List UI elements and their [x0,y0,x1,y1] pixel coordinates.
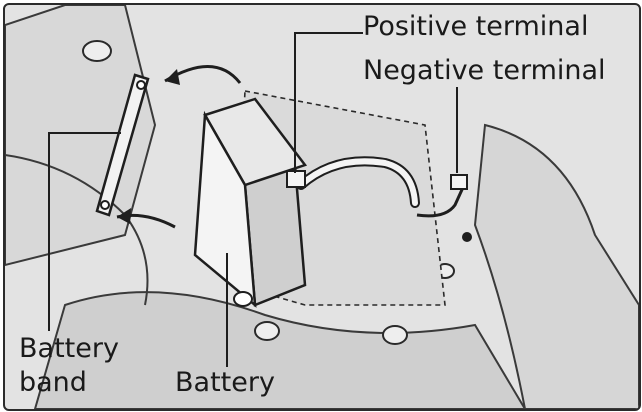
battery-band [95,73,150,217]
positive-terminal-clamp [286,170,306,188]
battery-illustration [5,5,639,409]
leader-line-positive [294,32,363,173]
diagram-frame: Positive terminal Negative terminal Batt… [3,3,641,411]
band-removal-arrowhead-bottom [117,208,131,224]
battery-front-face [193,110,257,308]
battery-label: Battery [175,367,275,398]
negative-terminal-label: Negative terminal [363,55,606,86]
engine-bay-bolt-lower-right [382,325,408,345]
negative-terminal-bolt [462,232,472,242]
band-removal-arrowhead-top [165,69,180,85]
battery-band-bottom-hole [100,200,110,210]
engine-bay-lower [33,291,527,409]
battery-band-label-line1: Battery [19,333,119,364]
engine-bay-bolt-top [82,40,112,62]
battery-band-top-hole [136,80,146,90]
negative-cable [416,182,467,218]
positive-terminal-label: Positive terminal [363,11,589,42]
battery-band-label-line2: band [19,367,87,398]
battery-mount-bolt [233,291,253,307]
leader-line-battery-band [48,132,121,331]
engine-bay-bolt-lower-left [254,321,280,341]
negative-terminal-clamp [450,174,468,190]
engine-bay-panel-left [5,5,157,267]
positive-cable-core [298,158,418,206]
engine-bay-fender-right [473,123,639,409]
